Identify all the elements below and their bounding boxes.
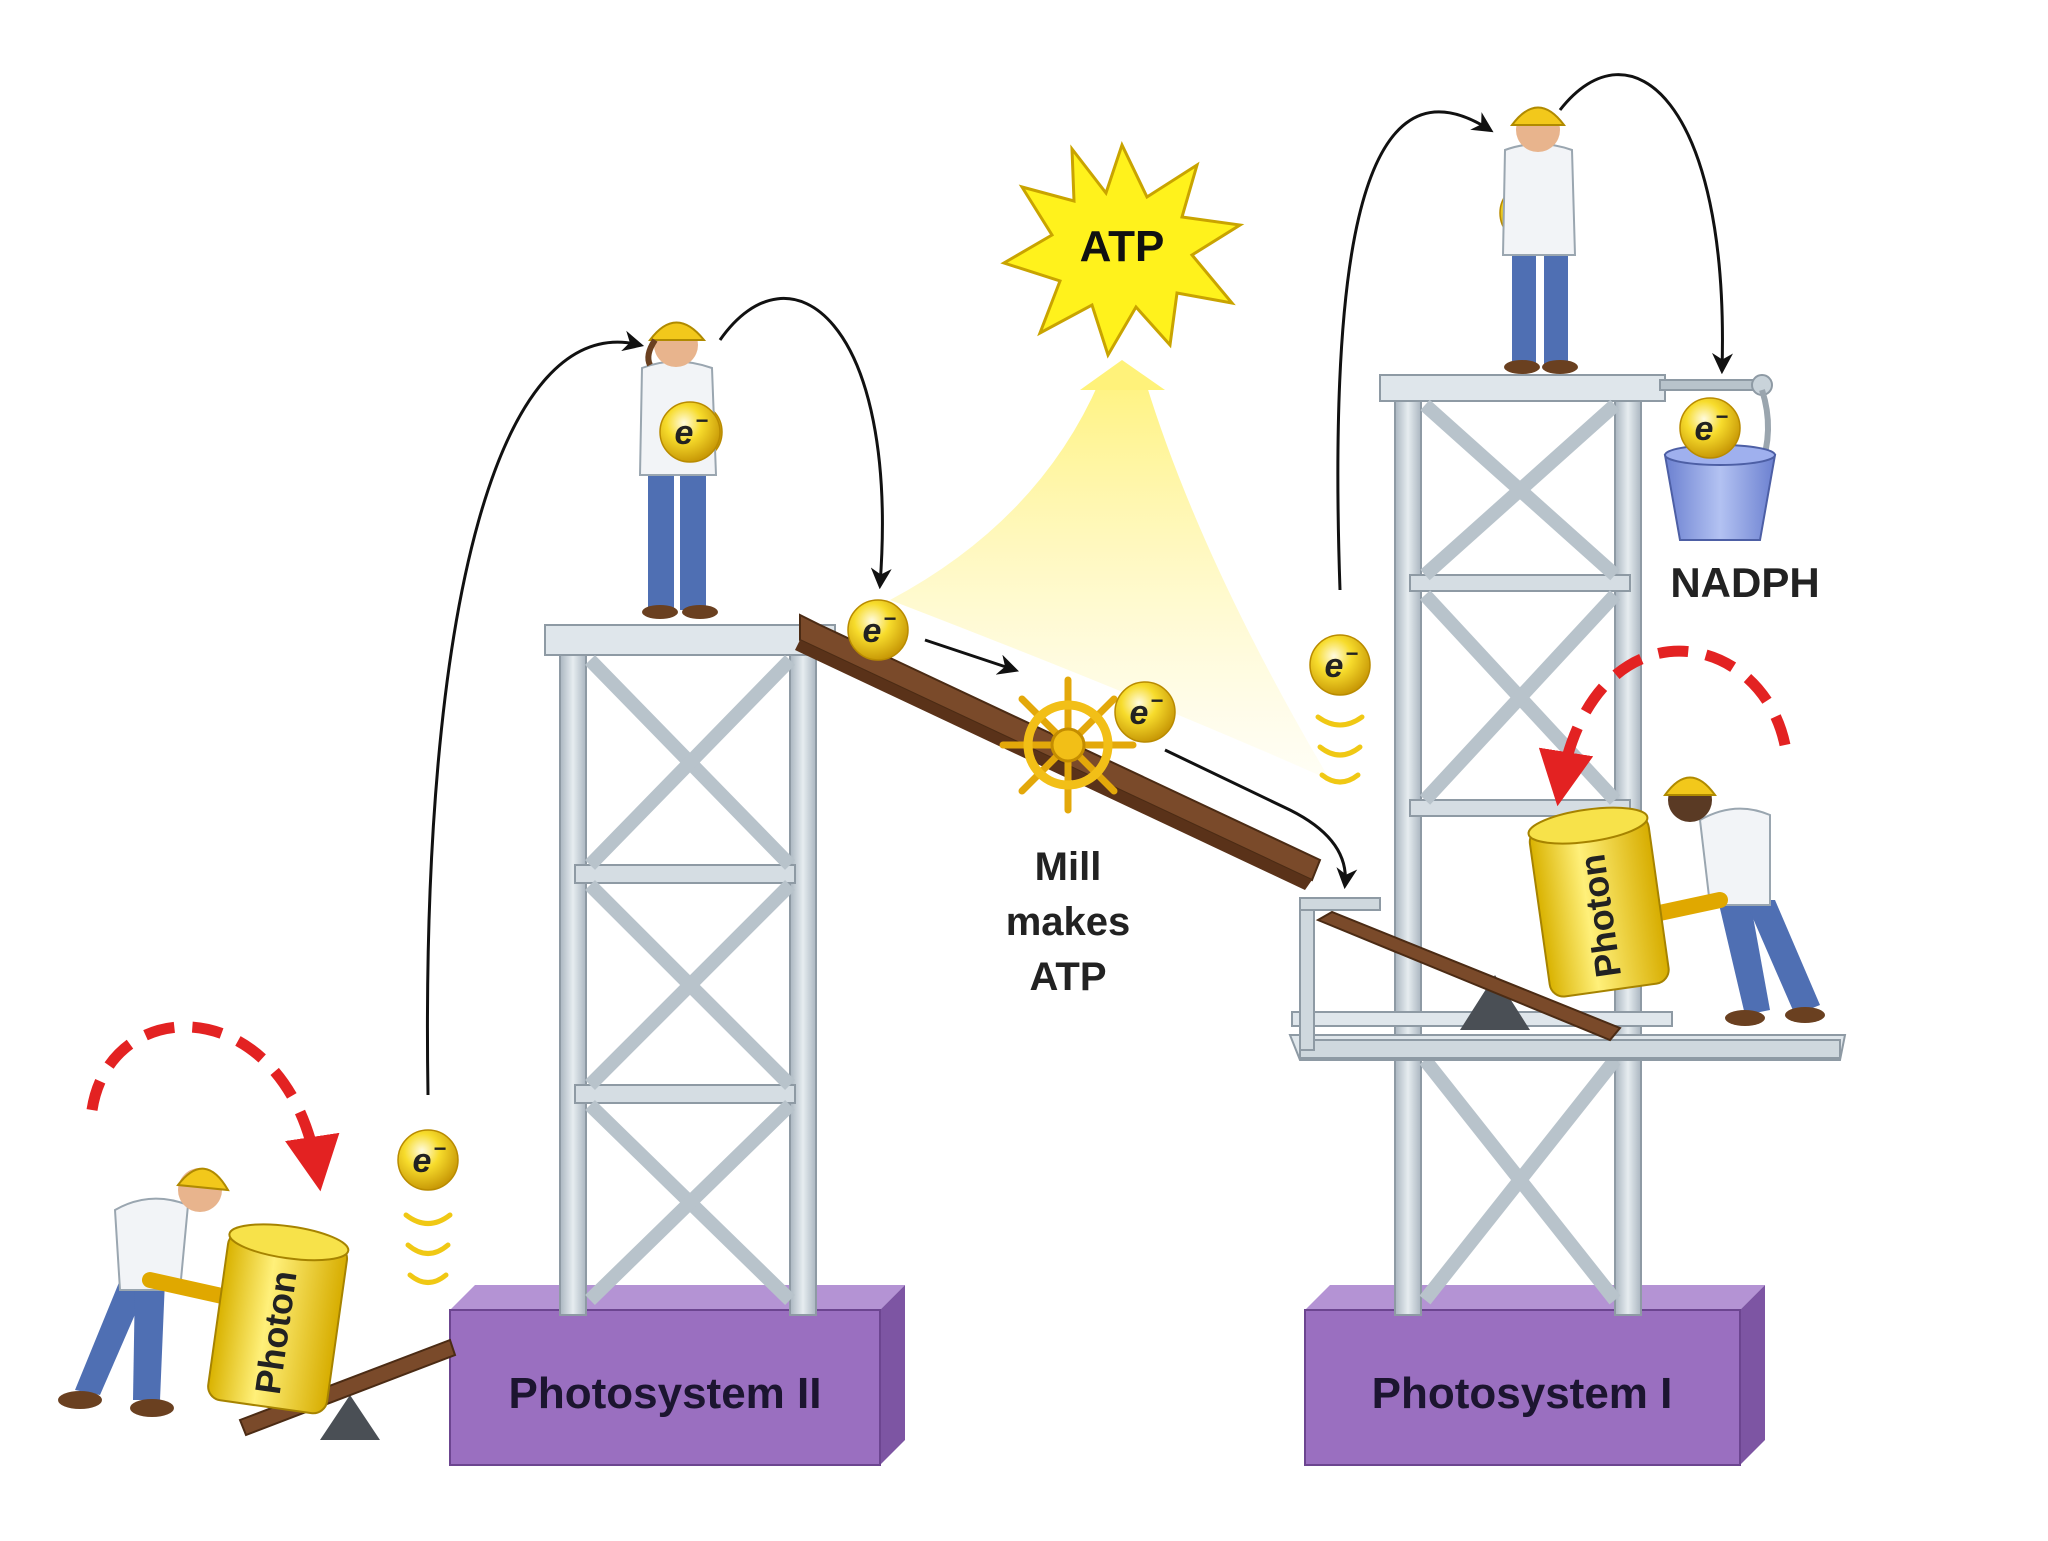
svg-text:−: −	[884, 606, 897, 631]
electron-ramp-1: e −	[847, 599, 909, 661]
tower-ps1	[1288, 374, 1847, 1316]
worker-ps1-top	[1501, 106, 1578, 374]
electron-ps2-launch: e −	[397, 1129, 459, 1285]
light-beam-arrowhead	[1080, 360, 1165, 390]
mill-label-line2: makes	[1006, 900, 1131, 944]
mill-label-line3: ATP	[1029, 955, 1106, 999]
seesaw-icon	[1315, 910, 1622, 1042]
svg-text:−: −	[434, 1136, 447, 1161]
svg-text:e: e	[863, 612, 882, 650]
nadph-label: NADPH	[1670, 559, 1819, 606]
photon-hammer-right: Photon	[1527, 806, 1670, 998]
svg-text:−: −	[1346, 641, 1359, 666]
hardhat-worker-icon: e −	[638, 321, 721, 619]
photon-hammer-icon: Photon	[207, 1223, 350, 1415]
photosystem-i-label: Photosystem I	[1372, 1369, 1673, 1418]
electron-path-arrows	[425, 73, 1733, 1096]
svg-text:e: e	[1130, 694, 1149, 732]
electron-ps1-launch: e −	[1309, 634, 1371, 785]
arrow-ps2-down	[718, 297, 892, 590]
light-beam	[890, 380, 1330, 780]
arrow-ramp-1	[924, 638, 1019, 675]
worker-ps2-top: e −	[638, 321, 721, 619]
photosystem-ii-label: Photosystem II	[509, 1369, 822, 1418]
electron-in-bucket: e −	[1679, 397, 1741, 459]
photon-drop-arrows	[86, 645, 1791, 1192]
electron-ramp-2: e −	[1114, 681, 1176, 743]
svg-text:e: e	[675, 414, 694, 452]
svg-text:−: −	[1151, 688, 1164, 713]
bucket-icon: e −	[1663, 389, 1777, 541]
photon-arrow-right	[1538, 645, 1791, 807]
atp-label: ATP	[1080, 222, 1165, 271]
mill-wheel-icon	[999, 676, 1137, 814]
mill-label: Mill makes ATP	[1006, 845, 1131, 999]
worker-ps1-hammer	[1642, 776, 1825, 1026]
tower-ps2	[544, 624, 836, 1316]
photosystem-i-base: Photosystem I	[1304, 1285, 1765, 1466]
svg-text:e: e	[413, 1142, 432, 1180]
photon-hammer-left: Photon	[207, 1223, 350, 1415]
svg-text:e: e	[1695, 410, 1714, 448]
photosystem-ii-base: Photosystem II	[449, 1285, 905, 1466]
arrow-ramp-2	[1164, 748, 1358, 890]
photon-arrow-left	[86, 1021, 340, 1192]
svg-text:−: −	[1716, 404, 1729, 429]
tower-icon	[544, 624, 836, 1316]
arrow-ps2-up	[425, 330, 645, 1096]
atp-burst-icon: ATP	[1000, 141, 1245, 359]
arrow-ps1-up	[1336, 110, 1494, 591]
svg-text:e: e	[1325, 647, 1344, 685]
mill-label-line1: Mill	[1035, 845, 1102, 889]
arrow-ps1-down	[1558, 73, 1733, 375]
svg-text:−: −	[696, 408, 709, 433]
electron-icon: e −	[397, 1129, 459, 1285]
